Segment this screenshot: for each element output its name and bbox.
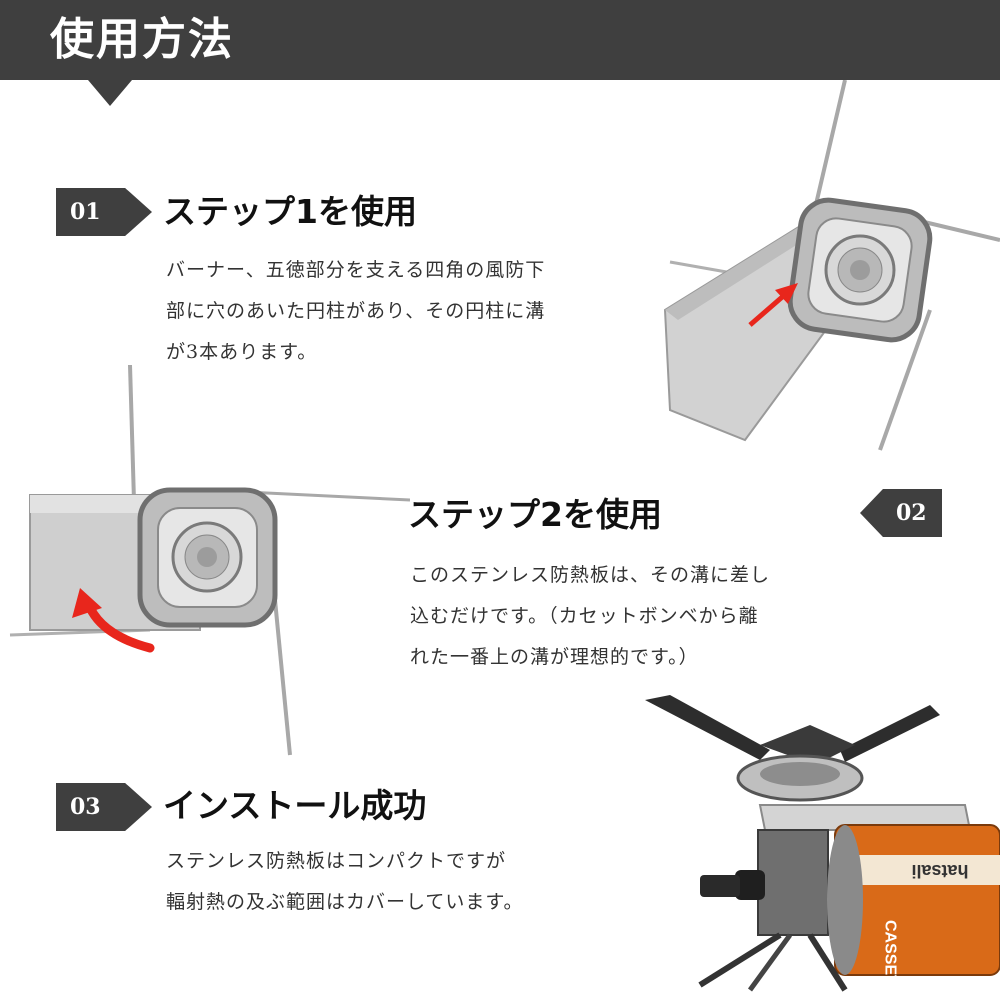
header-notch [88,80,132,106]
stove-leg-icon [878,309,932,451]
stove-leg-icon [807,933,848,992]
step-3-line-2: 輻射熱の及ぶ範囲はカバーしています。 [166,891,524,913]
pot-support-icon [645,695,770,760]
step-1-line-3: が3本あります。 [166,341,318,363]
red-arrowhead-icon [775,283,798,304]
step-3-line-1: ステンレス防熱板はコンパクトですが [166,850,507,872]
step-1-line-2: 部に穴のあいた円柱があり、その円柱に溝 [166,300,546,322]
burner-top [760,762,840,786]
canister-band [835,855,1000,885]
control-knob-icon [700,875,740,897]
control-knob-icon [735,870,765,900]
step-2-line-3: れた一番上の溝が理想的です。） [410,646,699,668]
stove-leg-icon [273,599,292,756]
step-1-title: ステップ1を使用 [163,192,417,231]
step-2-badge: 02 [860,489,942,537]
red-arrow-icon [748,290,790,327]
step-1-description: バーナー、五徳部分を支える四角の風防下 部に穴のあいた円柱があり、その円柱に溝 … [166,250,545,373]
step-1-photo [663,80,1000,451]
step-2-description: このステンレス防熱板は、その溝に差し 込むだけです。（カセットボンベから離 れた… [410,555,770,678]
step-2-line-2: 込むだけです。（カセットボンベから離 [410,605,759,627]
stove-leg-icon [698,932,782,988]
step-3-photo: hatsali CASSETTE [645,695,1000,995]
burner-center [850,260,870,280]
canister-label-text: CASSETTE [882,920,899,995]
stove-leg-icon [747,933,793,992]
step-3-description: ステンレス防熱板はコンパクトですが 輻射熱の及ぶ範囲はカバーしています。 [166,841,524,923]
step-2-title: ステップ2を使用 [408,495,662,534]
page-title: 使用方法 [50,14,234,65]
step-2-line-1: このステンレス防熱板は、その溝に差し [410,564,771,586]
step-3-badge: 03 [56,783,152,831]
step-1-badge: 01 [56,188,152,236]
valve-body [757,829,829,936]
step-3-title: インストール成功 [163,786,427,825]
step-1-line-1: バーナー、五徳部分を支える四角の風防下 [166,259,546,281]
canister-brand-text: hatsali [911,861,968,881]
pot-support-icon [840,705,940,762]
canister-cap [827,825,863,975]
heat-shield-edge [665,220,820,320]
pot-support-icon [760,725,855,765]
header-banner: 使用方法 [0,0,1000,80]
red-arrowhead-icon [72,588,102,618]
step-2-photo [9,364,410,756]
burner-center [197,547,217,567]
